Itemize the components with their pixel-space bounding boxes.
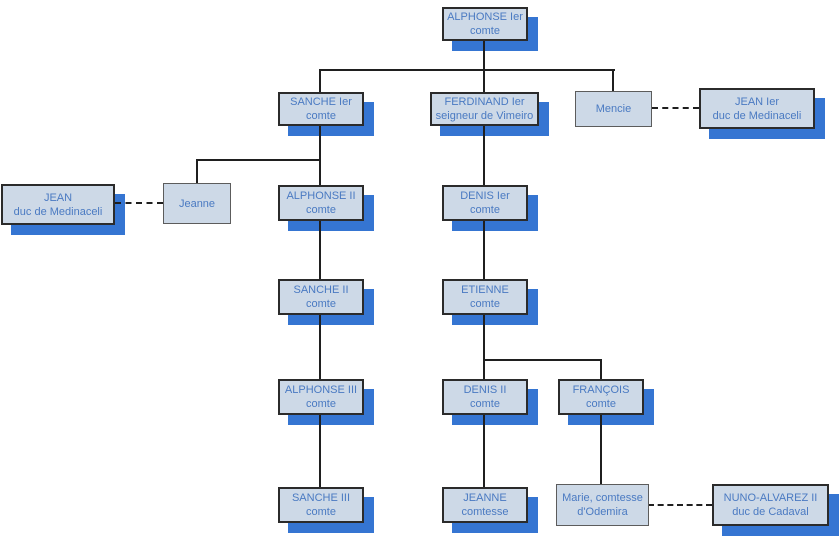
connector-line [483, 126, 485, 185]
node-title: JEAN Ier [734, 95, 779, 108]
node-sanche-ier: SANCHE Ier comte [278, 92, 364, 126]
node-jean-medinaceli: JEAN duc de Medinaceli [1, 184, 115, 225]
node-jeanne-comtesse: JEANNE comtesse [442, 487, 528, 523]
node-title: NUNO-ALVAREZ II [723, 492, 818, 504]
node-francois: FRANÇOIS comte [558, 379, 644, 415]
node-subtitle: comte [470, 398, 500, 410]
node-title: FERDINAND Ier [444, 96, 525, 108]
node-subtitle: duc de Medinaceli [712, 109, 802, 122]
node-alphonse-ii: ALPHONSE II comte [278, 185, 364, 221]
marriage-dashed-line [652, 107, 699, 109]
connector-line [483, 69, 485, 92]
node-title: JEAN [43, 191, 73, 204]
connector-line [483, 315, 485, 379]
node-title: ETIENNE [461, 284, 509, 296]
node-subtitle: comte [306, 398, 336, 410]
node-alphonse-iii: ALPHONSE III comte [278, 379, 364, 415]
connector-line [612, 69, 614, 91]
connector-line [319, 69, 321, 92]
node-subtitle: comte [470, 25, 500, 37]
node-sanche-iii: SANCHE III comte [278, 487, 364, 523]
node-jeanne: Jeanne [163, 183, 231, 224]
node-subtitle: comte [306, 110, 336, 122]
node-title: DENIS II [463, 384, 507, 396]
node-subtitle: comte [470, 204, 500, 216]
node-title: ALPHONSE III [284, 384, 358, 396]
node-subtitle: duc de Cadaval [732, 506, 809, 518]
node-title: SANCHE II [293, 284, 349, 296]
node-title: SANCHE Ier [290, 96, 352, 108]
connector-line [319, 315, 321, 379]
node-title: Jeanne [178, 197, 216, 210]
connector-line [483, 221, 485, 279]
connector-line [319, 126, 321, 185]
node-title: ALPHONSE Ier [447, 11, 523, 23]
node-jean-ier-medinaceli: JEAN Ier duc de Medinaceli [699, 88, 815, 129]
node-nuno-alvarez-ii: NUNO-ALVAREZ II duc de Cadaval [712, 484, 829, 526]
node-subtitle: comte [470, 298, 500, 310]
connector-line [483, 359, 602, 361]
marriage-dashed-line [648, 504, 712, 506]
node-subtitle: comte [306, 204, 336, 216]
node-subtitle: seigneur de Vimeiro [435, 110, 534, 122]
node-title: Mencie [595, 103, 632, 115]
connector-line [319, 69, 615, 71]
node-mencie: Mencie [575, 91, 652, 127]
connector-line [600, 359, 602, 379]
node-title: FRANÇOIS [572, 384, 630, 396]
connector-line [319, 221, 321, 279]
connector-line [483, 415, 485, 487]
node-marie-odemira: Marie, comtesse d'Odemira [556, 484, 649, 526]
node-subtitle: d'Odemira [577, 506, 628, 518]
node-sanche-ii: SANCHE II comte [278, 279, 364, 315]
node-title: DENIS Ier [460, 190, 510, 202]
node-subtitle: duc de Medinaceli [13, 205, 103, 218]
node-etienne: ETIENNE comte [442, 279, 528, 315]
node-title: Marie, comtesse [562, 492, 643, 504]
node-denis-ier: DENIS Ier comte [442, 185, 528, 221]
node-title: ALPHONSE II [286, 190, 356, 202]
node-title: SANCHE III [291, 492, 351, 504]
node-ferdinand-ier: FERDINAND Ier seigneur de Vimeiro [430, 92, 539, 126]
connector-line [196, 159, 198, 183]
connector-line [600, 415, 602, 484]
node-subtitle: comtesse [461, 506, 509, 518]
connector-line [483, 41, 485, 70]
node-alphonse-ier: ALPHONSE Ier comte [442, 7, 528, 41]
node-denis-ii: DENIS II comte [442, 379, 528, 415]
marriage-dashed-line [115, 202, 163, 204]
node-subtitle: comte [586, 398, 616, 410]
connector-line [196, 159, 321, 161]
node-title: JEANNE [463, 492, 507, 504]
node-subtitle: comte [306, 298, 336, 310]
node-subtitle: comte [306, 506, 336, 518]
connector-line [319, 415, 321, 487]
